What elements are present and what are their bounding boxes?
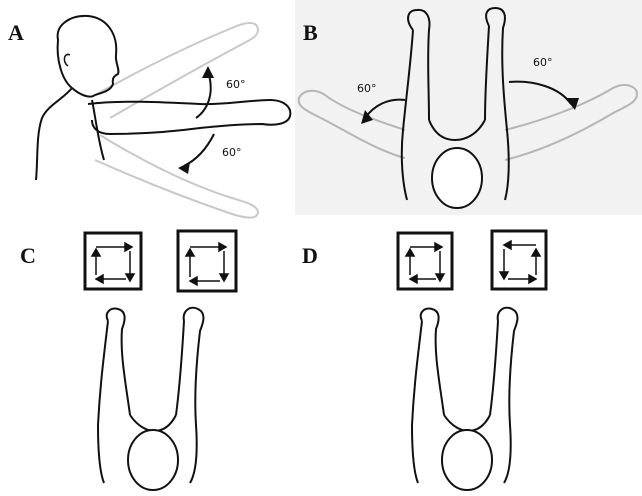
path-clockwise-right: [186, 243, 228, 285]
target-box-right: [178, 231, 236, 291]
arm-raised-left: [408, 10, 429, 120]
head: [128, 430, 178, 490]
arm-raised-right-inner: [485, 26, 489, 120]
arm-left-outer: [412, 321, 422, 483]
arm-left: [421, 309, 444, 415]
panel-d: D: [300, 225, 642, 496]
panel-c-figure: [0, 225, 300, 496]
shoulders: [429, 120, 485, 140]
arrow-left-arc: [365, 100, 405, 118]
panel-d-figure: [300, 225, 642, 496]
head: [432, 148, 482, 208]
panel-c: C: [0, 225, 300, 496]
target-box-left: [85, 233, 141, 289]
child-arm-extended: [88, 100, 290, 134]
panel-a: A 60° 60°: [0, 0, 300, 225]
arm-right-inner: [176, 321, 184, 415]
head: [442, 430, 492, 490]
arm-right: [184, 308, 204, 483]
shoulders: [130, 415, 176, 431]
angle-label-left: 60°: [357, 82, 377, 95]
arrow-up-head: [202, 66, 214, 78]
arm-right-inner: [490, 321, 498, 415]
target-box-right: [492, 231, 546, 289]
path-counterclockwise-right: [500, 241, 540, 283]
path-clockwise-left: [92, 243, 134, 283]
child-head: [58, 16, 119, 97]
arm-left-outer: [98, 321, 108, 483]
panel-a-figure: 60° 60°: [0, 0, 300, 225]
arrow-down-arc: [184, 134, 214, 166]
angle-label-up: 60°: [226, 78, 246, 91]
ghost-arm-right: [505, 85, 637, 160]
child-body: [36, 88, 72, 180]
arrow-down-head: [178, 162, 190, 174]
arrow-right-arc: [509, 82, 571, 104]
child-ear: [64, 54, 70, 66]
path-clockwise-left: [406, 243, 444, 283]
angle-label-down: 60°: [222, 146, 242, 159]
arm-raised-left-outer: [403, 30, 413, 130]
angle-label-right: 60°: [533, 56, 553, 69]
arm-right: [498, 308, 518, 483]
target-box-left: [398, 233, 452, 289]
arrow-up-arc: [196, 72, 211, 118]
panel-b-figure: 60° 60°: [295, 0, 642, 215]
shoulders: [444, 415, 490, 431]
arm-left: [107, 309, 130, 415]
panel-b: B 60° 60°: [295, 0, 642, 215]
